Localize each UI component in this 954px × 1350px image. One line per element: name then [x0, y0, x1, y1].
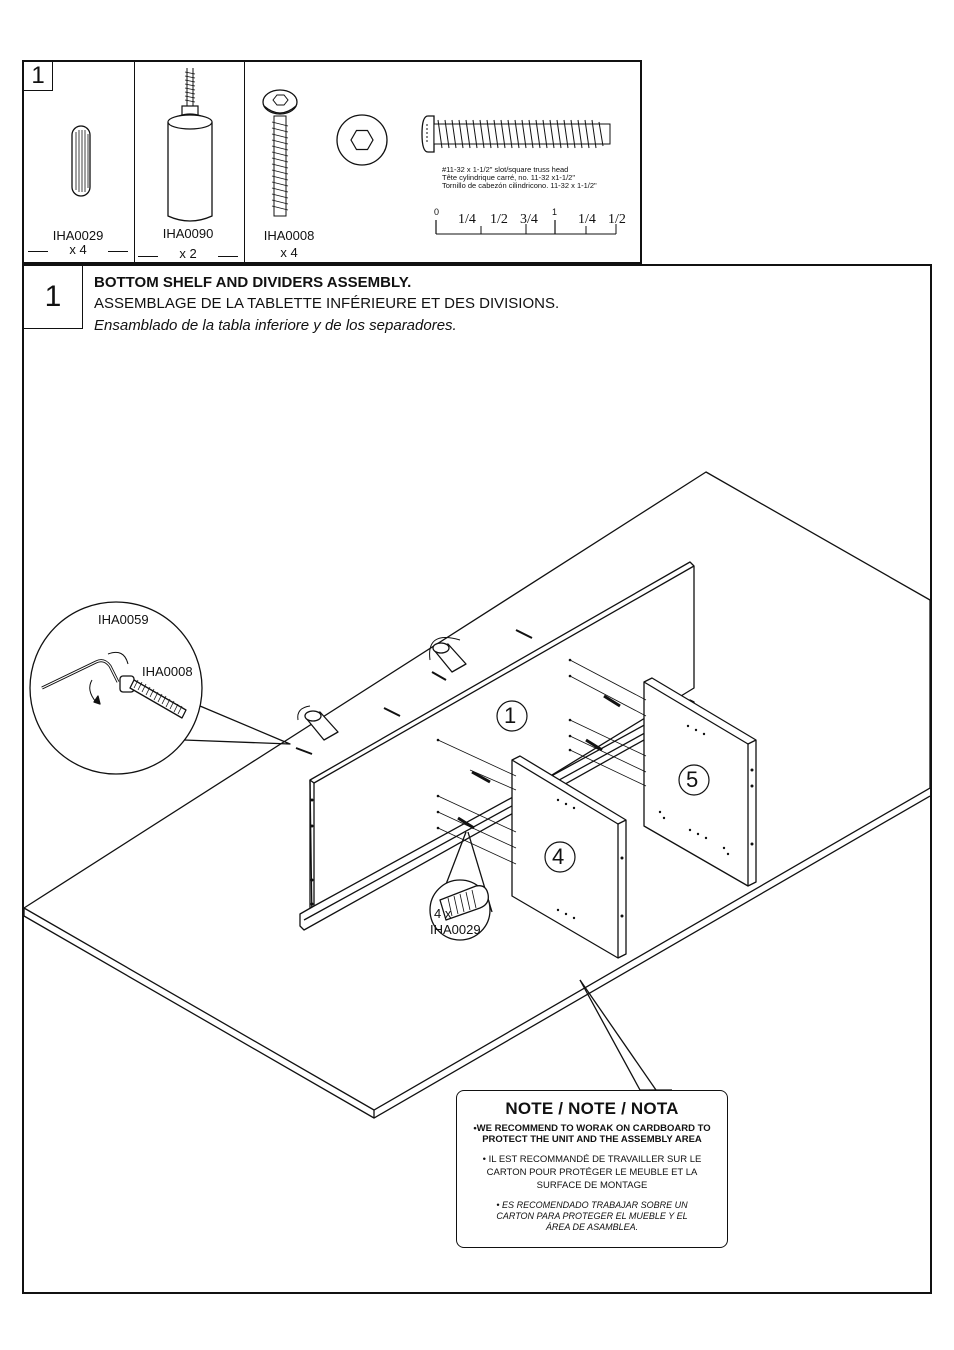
panel-marker-5: [678, 764, 710, 796]
note-title: NOTE / NOTE / NOTA: [505, 1099, 679, 1118]
part-code-bolt: IHA0008: [263, 228, 315, 243]
screw-spec-fr: Tête cylindrique carré, no. 11-32 x1-1/2…: [442, 173, 576, 182]
panel-marker-1: [496, 700, 528, 732]
assembly-step-box: 1 BOTTOM SHELF AND DIVIDERS ASSEMBLY. AS…: [22, 264, 932, 1294]
back-panel: [309, 561, 695, 923]
qty-rule: [108, 251, 128, 252]
panel-marker-4: [544, 841, 576, 873]
ruler-fraction: 1/4: [578, 212, 596, 227]
step-title-es: Ensamblado de la tabla inferiore y de lo…: [94, 317, 457, 334]
callout-bolt-code: IHA0008: [142, 664, 193, 679]
hardware-parts-box: 1 IHA0029 x 4 IHA0090 x 2: [22, 60, 642, 264]
divider: [134, 62, 135, 262]
note-spanish: • ES RECOMENDADO TRABAJAR SOBRE UN CARTO…: [496, 1200, 688, 1232]
ruler-fraction: 1/2: [608, 212, 626, 227]
truss-screw-icon: [421, 115, 611, 153]
callout-dowel-qty: 4 x: [434, 906, 452, 921]
callout-allen-key-code: IHA0059: [98, 612, 149, 627]
step-number: 1: [24, 266, 83, 329]
ruler-fraction: 1/2: [490, 212, 508, 227]
screw-spec-es: Tornillo de cabezón cilindricono. 11-32 …: [442, 181, 597, 190]
qty-rule: [218, 256, 238, 257]
screw-spec-note: #11-32 x 1-1/2" slot/square truss head T…: [442, 166, 642, 190]
panel-number-4: 4: [552, 844, 565, 869]
bolt-icon: [262, 89, 298, 217]
note-box: NOTE / NOTE / NOTA •WE RECOMMEND TO WORA…: [456, 1090, 728, 1248]
step-title-en: BOTTOM SHELF AND DIVIDERS ASSEMBLY.: [94, 274, 412, 291]
part-code-dowel: IHA0029: [52, 228, 104, 243]
qty-rule: [28, 251, 48, 252]
parts-step-number: 1: [24, 62, 53, 91]
step-title-fr: ASSEMBLAGE DE LA TABLETTE INFÉRIEURE ET …: [94, 295, 560, 312]
screw-spec-en: #11-32 x 1-1/2" slot/square truss head: [442, 165, 569, 174]
panel-number-5: 5: [686, 767, 699, 792]
note-french: • IL EST RECOMMANDÉ DE TRAVAILLER SUR LE…: [482, 1154, 702, 1191]
panel-number-1: 1: [504, 703, 517, 728]
cam-post-icon: [167, 68, 213, 222]
ruler-fraction: 3/4: [520, 212, 538, 227]
cardboard-edge: [23, 795, 931, 1119]
divider: [244, 62, 245, 262]
ruler-one: 1: [552, 207, 558, 217]
dowel-icon: [71, 125, 91, 197]
ruler-zero: 0: [434, 207, 440, 217]
note-english: •WE RECOMMEND TO WORAK ON CARDBOARD TO P…: [473, 1123, 711, 1145]
part-qty-dowel: x 4: [69, 242, 87, 257]
qty-rule: [138, 256, 158, 257]
part-code-cam-post: IHA0090: [162, 226, 214, 241]
part-qty-cam-post: x 2: [179, 246, 197, 261]
part-qty-bolt: x 4: [280, 245, 298, 260]
ruler-scale: [435, 220, 617, 235]
ruler-fraction: 1/4: [458, 212, 476, 227]
hex-head-icon: [336, 114, 388, 166]
callout-dowel-code: IHA0029: [430, 922, 481, 937]
